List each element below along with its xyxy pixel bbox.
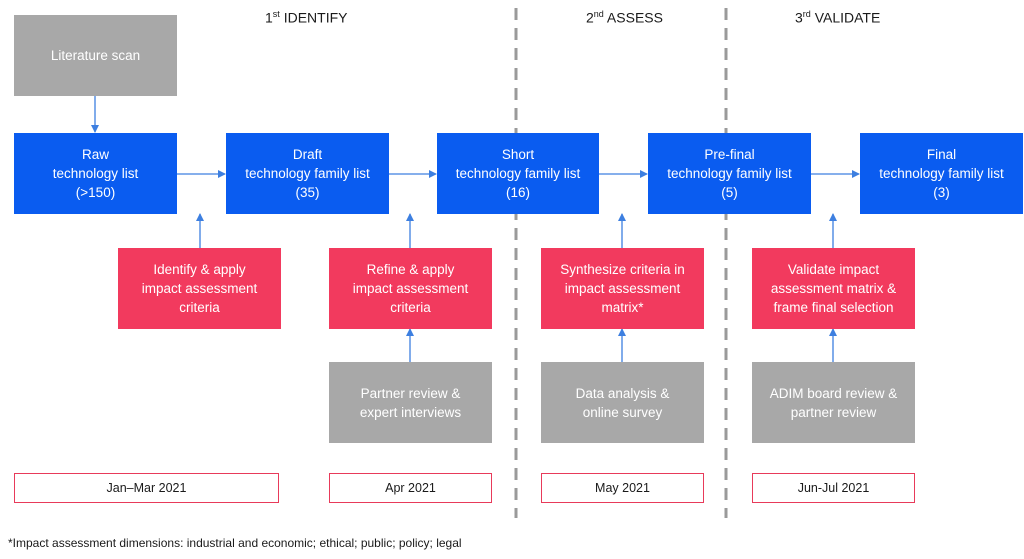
date-box-identify: Jan–Mar 2021 bbox=[14, 473, 279, 503]
date-box-refine: Apr 2021 bbox=[329, 473, 492, 503]
input-box-data-analysis: Data analysis &online survey bbox=[541, 362, 704, 443]
phase-assess: 2nd ASSESS bbox=[586, 9, 663, 26]
input-box-board-review: ADIM board review &partner review bbox=[752, 362, 915, 443]
literature-scan-box: Literature scan bbox=[14, 15, 177, 96]
date-box-validate: Jun-Jul 2021 bbox=[752, 473, 915, 503]
footnote: *Impact assessment dimensions: industria… bbox=[8, 536, 462, 550]
input-box-partner-review: Partner review &expert interviews bbox=[329, 362, 492, 443]
literature-scan-label: Literature scan bbox=[50, 48, 141, 63]
phase-identify: 1st IDENTIFY bbox=[265, 9, 348, 26]
phase-validate: 3rd VALIDATE bbox=[795, 9, 881, 26]
date-box-assess: May 2021 bbox=[541, 473, 704, 503]
